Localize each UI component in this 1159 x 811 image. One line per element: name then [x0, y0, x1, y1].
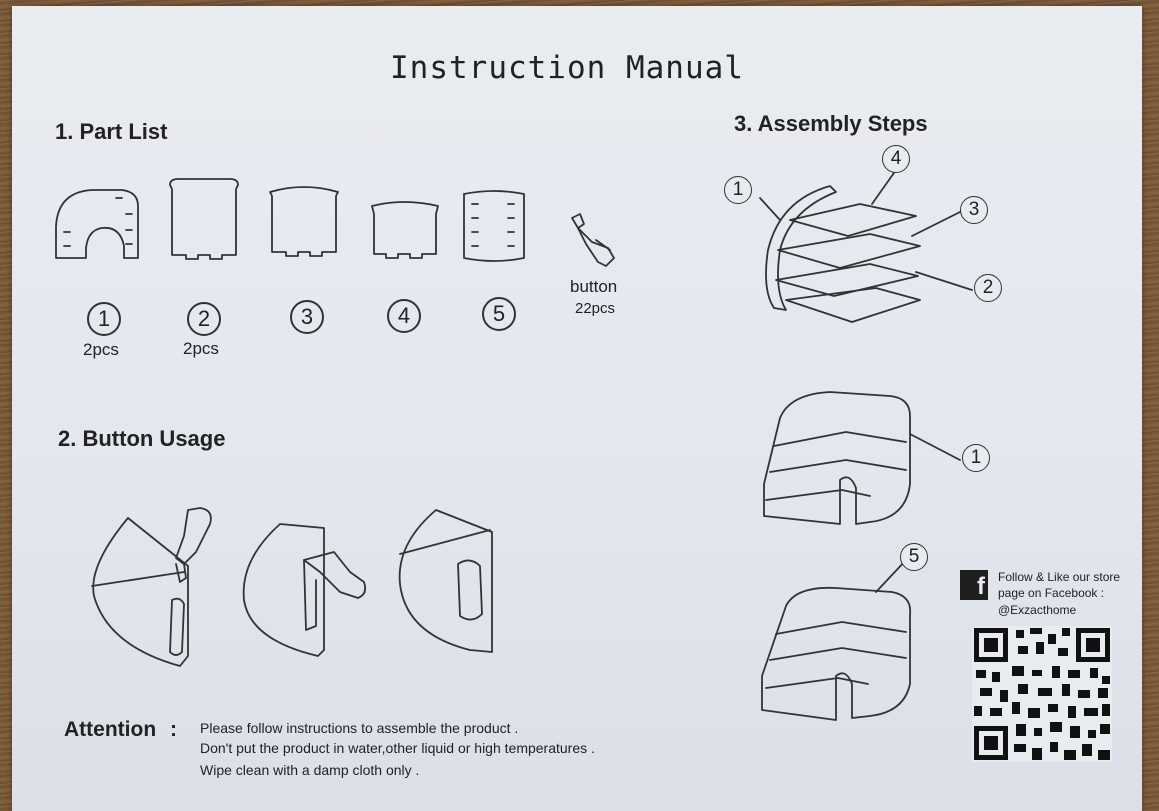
assembly-callout-mid-1: 1	[962, 444, 990, 472]
assembly-mid-drawing	[760, 388, 960, 528]
button-label: button	[570, 277, 617, 297]
part-1-number: 1	[87, 302, 121, 336]
facebook-line-1: Follow & Like our store	[998, 570, 1120, 585]
attention-line-2: Don't put the product in water,other liq…	[200, 740, 595, 756]
button-qty: 22pcs	[575, 300, 615, 317]
assembly-final-drawing	[756, 556, 926, 726]
attention-line-3: Wipe clean with a damp cloth only .	[200, 762, 419, 778]
part-3-drawing	[266, 182, 342, 260]
part-2-drawing	[166, 175, 242, 263]
part-1-drawing	[52, 186, 142, 264]
assembly-exploded-drawing	[720, 150, 1010, 330]
facebook-line-2: page on Facebook :	[998, 586, 1104, 601]
assembly-callout-4: 4	[882, 145, 910, 173]
part-2-number: 2	[187, 302, 221, 336]
part-1-qty: 2pcs	[83, 340, 119, 360]
part-4-number: 4	[387, 299, 421, 333]
button-drawing	[566, 212, 616, 268]
assembly-callout-1: 1	[724, 176, 752, 204]
attention-line-1: Please follow instructions to assemble t…	[200, 720, 518, 736]
facebook-icon: f	[960, 570, 988, 600]
part-5-number: 5	[482, 297, 516, 331]
assembly-steps-heading: 3. Assembly Steps	[734, 111, 928, 137]
qr-code	[972, 626, 1112, 762]
assembly-callout-5: 5	[900, 543, 928, 571]
button-usage-step-3-drawing	[396, 504, 506, 654]
attention-colon: :	[170, 718, 177, 742]
assembly-callout-2: 2	[974, 274, 1002, 302]
button-usage-step-2-drawing	[240, 520, 370, 660]
part-3-number: 3	[290, 300, 324, 334]
part-2-qty: 2pcs	[183, 339, 219, 359]
facebook-handle: @Exzacthome	[998, 603, 1076, 618]
button-usage-heading: 2. Button Usage	[58, 426, 225, 452]
attention-label: Attention	[64, 718, 156, 742]
part-4-drawing	[368, 198, 442, 262]
assembly-callout-3: 3	[960, 196, 988, 224]
part-5-drawing	[460, 188, 530, 264]
page-title: Instruction Manual	[390, 50, 744, 86]
part-list-heading: 1. Part List	[55, 119, 167, 145]
button-usage-step-1-drawing	[88, 506, 218, 666]
